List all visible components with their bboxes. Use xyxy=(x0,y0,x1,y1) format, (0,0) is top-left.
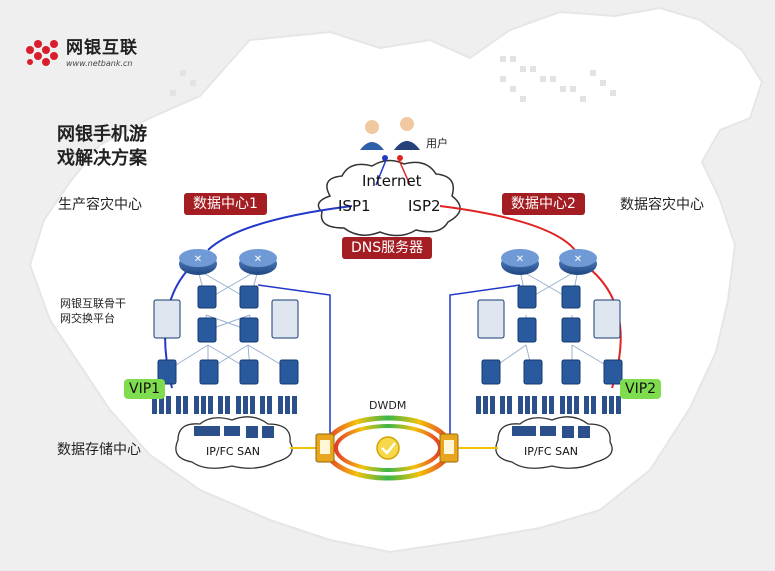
router-icon: ✕ xyxy=(501,249,539,275)
storage-center-label: 数据存储中心 xyxy=(57,442,141,458)
svg-text:✕: ✕ xyxy=(194,254,202,265)
dc2-san-label: IP/FC SAN xyxy=(524,445,579,458)
svg-text:✕: ✕ xyxy=(574,254,582,265)
dc2-badge: 数据中心2 xyxy=(502,193,585,215)
dc1-switches xyxy=(153,285,299,385)
san-cloud-dc2 xyxy=(495,416,613,469)
svg-text:✕: ✕ xyxy=(254,254,262,265)
router-icon: ✕ xyxy=(239,249,277,275)
dc1-side-label: 生产容灾中心 xyxy=(58,197,142,213)
dc1-server-racks xyxy=(152,396,297,414)
dc2-server-racks xyxy=(476,396,621,414)
dwdm-center-icon xyxy=(376,436,400,460)
user-icon xyxy=(360,117,420,150)
link-isp1-dc1 xyxy=(207,205,353,251)
backbone-label-line1: 网银互联骨干 xyxy=(60,297,126,310)
page-title-line1: 网银手机游 xyxy=(57,124,147,145)
svg-text:✕: ✕ xyxy=(516,254,524,265)
dc2-side-label: 数据容灾中心 xyxy=(620,197,704,213)
dwdm-node-right xyxy=(439,433,459,463)
logo-name: 网银互联 xyxy=(66,38,138,58)
dc1-badge: 数据中心1 xyxy=(184,193,267,215)
link-isp2-dc2 xyxy=(439,205,576,251)
vip2-badge: VIP2 xyxy=(620,379,662,399)
dwdm-node-left xyxy=(315,433,335,463)
map-dot-texture xyxy=(170,56,616,102)
router-icon: ✕ xyxy=(559,249,597,275)
isp1-label: ISP1 xyxy=(338,197,371,215)
user-label: 用户 xyxy=(426,137,448,150)
dwdm-label: DWDM xyxy=(369,399,407,412)
vip1-badge: VIP1 xyxy=(124,379,166,399)
page-title-line2: 戏解决方案 xyxy=(57,148,147,169)
backbone-label-line2: 网交换平台 xyxy=(60,312,115,325)
dns-server-badge: DNS服务器 xyxy=(342,237,433,259)
china-map-silhouette xyxy=(28,6,764,554)
logo-mark xyxy=(26,40,58,66)
dc2-switches xyxy=(477,285,623,385)
san-cloud-dc1 xyxy=(175,416,293,469)
dc1-san-label: IP/FC SAN xyxy=(206,445,261,458)
logo-url: www.netbank.cn xyxy=(66,59,133,68)
internet-label: Internet xyxy=(362,172,422,190)
router-icon: ✕ xyxy=(179,249,217,275)
isp2-label: ISP2 xyxy=(408,197,441,215)
